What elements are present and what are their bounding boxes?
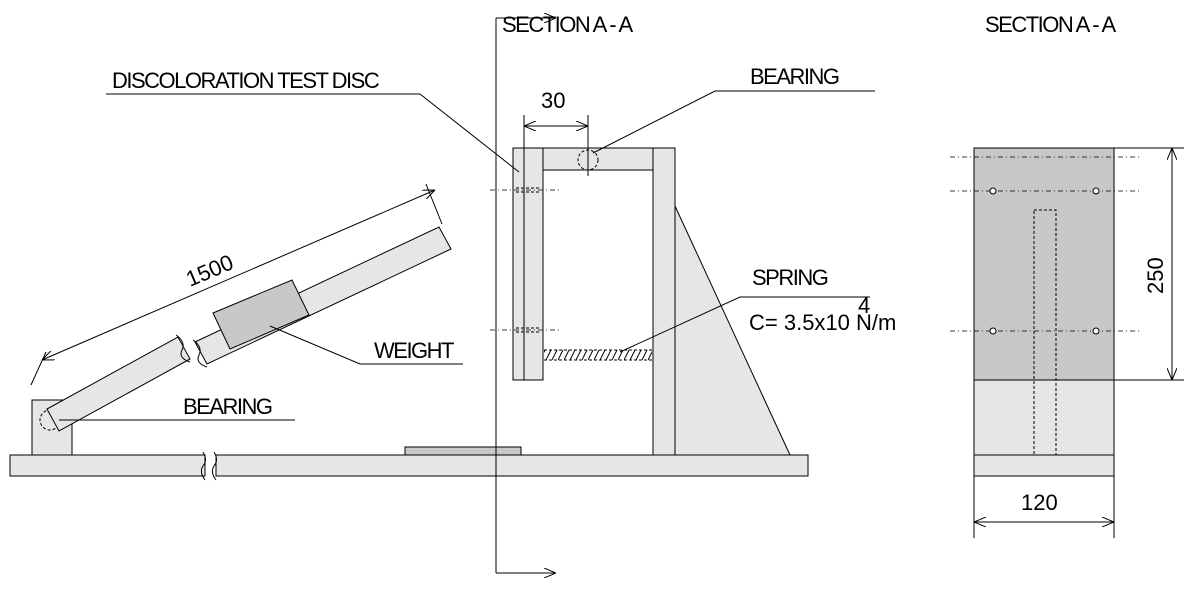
disc-callout: DISCOLORATION TEST DISC bbox=[106, 68, 520, 173]
bearing-bottom-label: BEARING bbox=[183, 394, 272, 419]
base-plate bbox=[9, 451, 809, 481]
test-disc-sample bbox=[404, 446, 522, 456]
bearing-top-callout: BEARING bbox=[592, 64, 875, 154]
spring bbox=[544, 350, 652, 360]
section-title-right: SECTION A - A bbox=[985, 12, 1116, 37]
gap-label: 30 bbox=[541, 88, 565, 113]
spring-label: SPRING bbox=[752, 265, 828, 290]
spring-constant-label: C= 3.5x10 N/m bbox=[749, 310, 896, 335]
height-label: 250 bbox=[1143, 257, 1168, 294]
gap-dimension: 30 bbox=[523, 88, 589, 176]
arm-length-label: 1500 bbox=[182, 249, 237, 291]
width-label: 120 bbox=[1021, 490, 1058, 515]
spring-exponent: 4 bbox=[858, 293, 870, 318]
test-frame bbox=[512, 147, 791, 456]
weight-label: WEIGHT bbox=[374, 338, 454, 363]
section-title-left: SECTION A - A bbox=[502, 12, 633, 37]
weight-callout: WEIGHT bbox=[269, 325, 463, 365]
bearing-bottom-callout: BEARING bbox=[59, 394, 295, 421]
disc-label: DISCOLORATION TEST DISC bbox=[112, 68, 380, 93]
bearing-top-label: BEARING bbox=[750, 64, 839, 89]
section-view bbox=[950, 147, 1140, 477]
height-dimension: 250 bbox=[1114, 147, 1184, 381]
spring-callout: SPRING C= 3.5x10 N/m 4 bbox=[619, 265, 896, 353]
width-dimension: 120 bbox=[973, 476, 1115, 538]
discoloration-test-disc bbox=[512, 147, 525, 381]
section-cut-line bbox=[495, 18, 556, 573]
